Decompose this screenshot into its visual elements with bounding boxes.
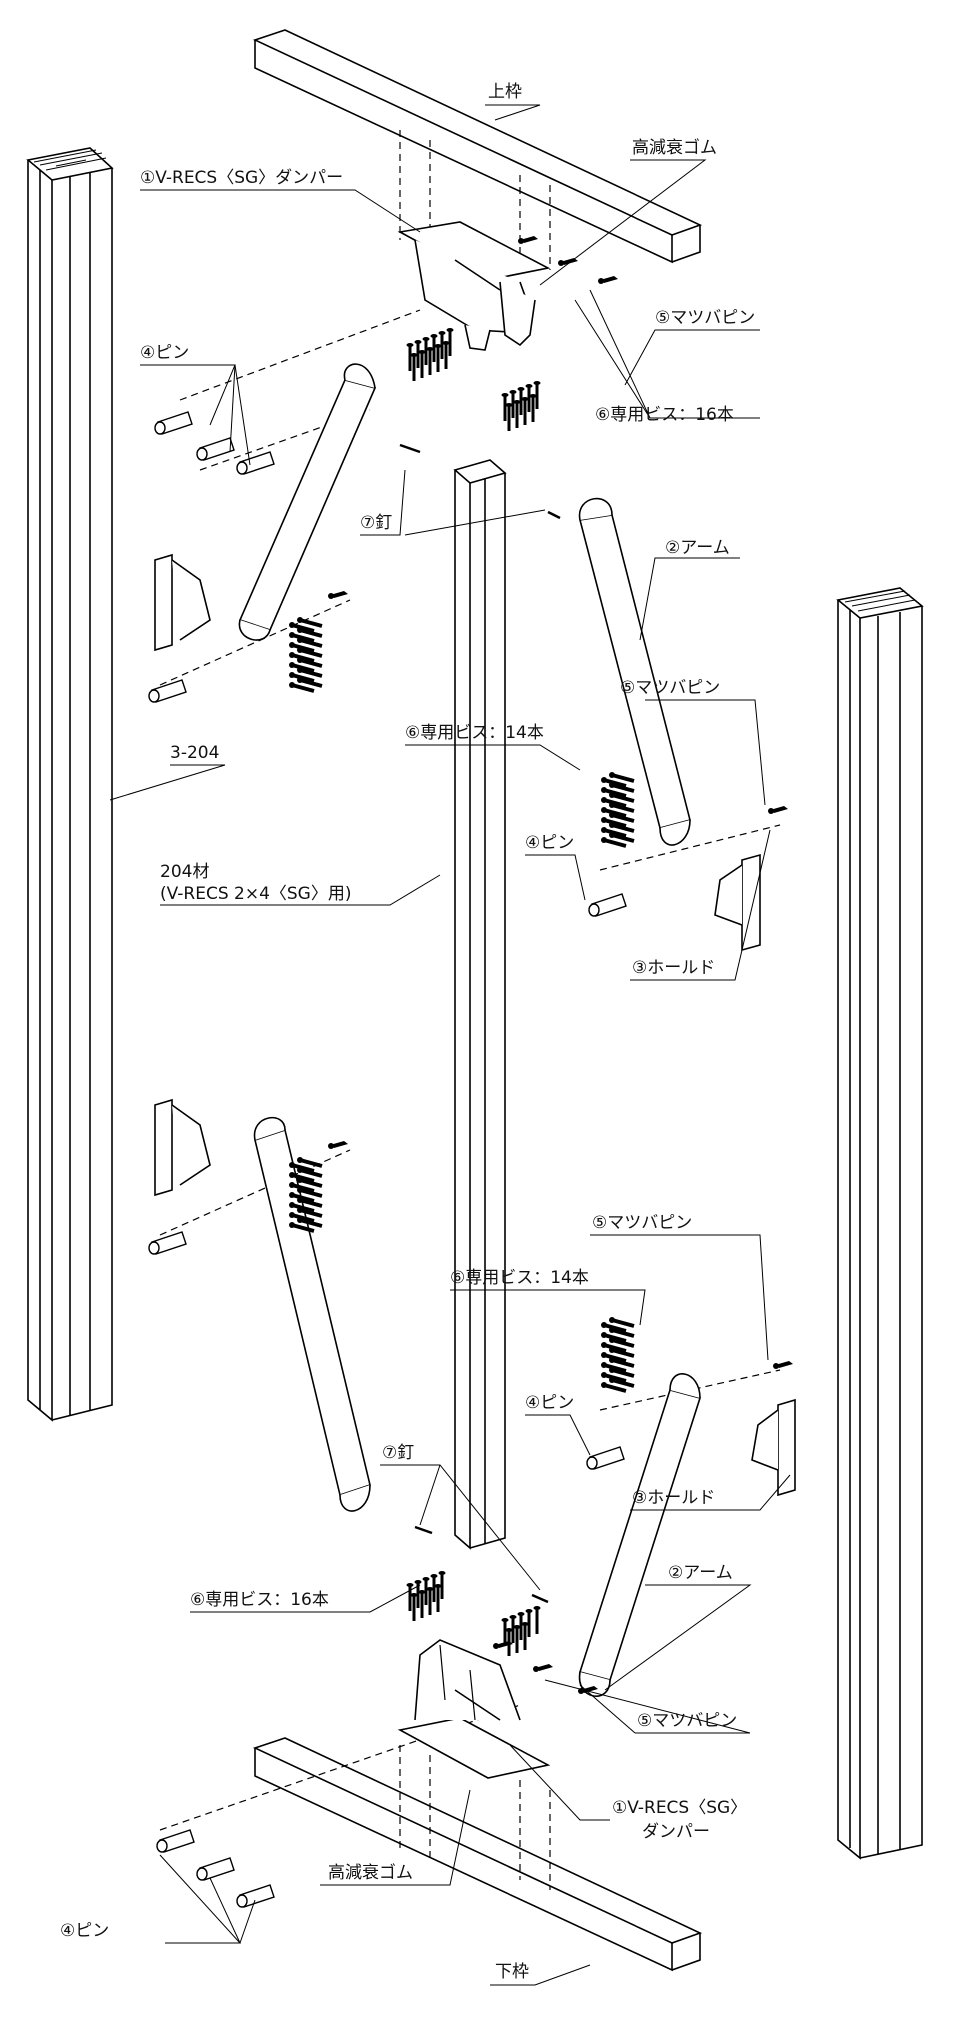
label-matsuba-bottom: ⑤マツバピン <box>637 1711 738 1731</box>
label-stud: 3-204 <box>170 743 220 763</box>
label-center-line1: 204材 <box>160 862 210 882</box>
structure <box>26 29 924 1972</box>
label-nail-upper: ⑦釘 <box>360 513 393 533</box>
label-screw16-bottom: ⑥専用ビス：16本 <box>190 1590 329 1610</box>
label-center-line2: (V-RECS 2×4〈SG〉用) <box>160 884 352 904</box>
label-pin-top: ④ピン <box>140 343 190 363</box>
label-arm-upper: ②アーム <box>665 538 730 558</box>
label-matsuba-mid: ⑤マツバピン <box>620 678 721 698</box>
label-rubber-bottom: 高減衰ゴム <box>328 1863 413 1883</box>
label-hold-upper: ③ホールド <box>632 958 716 978</box>
label-pin-mid: ④ピン <box>525 833 575 853</box>
label-screw16-top: ⑥専用ビス：16本 <box>595 405 734 425</box>
label-damper-bottom-line1: ①V-RECS〈SG〉 <box>612 1798 748 1818</box>
label-top-frame: 上枠 <box>488 82 522 102</box>
label-matsuba-low: ⑤マツバピン <box>592 1213 693 1233</box>
label-damper-top: ①V-RECS〈SG〉ダンパー <box>140 168 344 188</box>
label-rubber-top: 高減衰ゴム <box>632 138 717 158</box>
label-hold-lower: ③ホールド <box>632 1488 716 1508</box>
label-pin-low: ④ピン <box>525 1393 575 1413</box>
label-matsuba-top: ⑤マツバピン <box>655 308 756 328</box>
label-nail-lower: ⑦釘 <box>382 1443 415 1463</box>
label-screw14-lower: ⑥専用ビス：14本 <box>450 1268 589 1288</box>
label-damper-bottom-line2: ダンパー <box>642 1822 710 1842</box>
label-pin-bottom: ④ピン <box>60 1921 110 1941</box>
label-screw14-upper: ⑥専用ビス：14本 <box>405 723 544 743</box>
label-bottom-frame: 下枠 <box>495 1962 529 1982</box>
label-arm-lower: ②アーム <box>668 1563 733 1583</box>
leader-lines <box>109 104 791 1986</box>
fasteners <box>148 236 793 1908</box>
